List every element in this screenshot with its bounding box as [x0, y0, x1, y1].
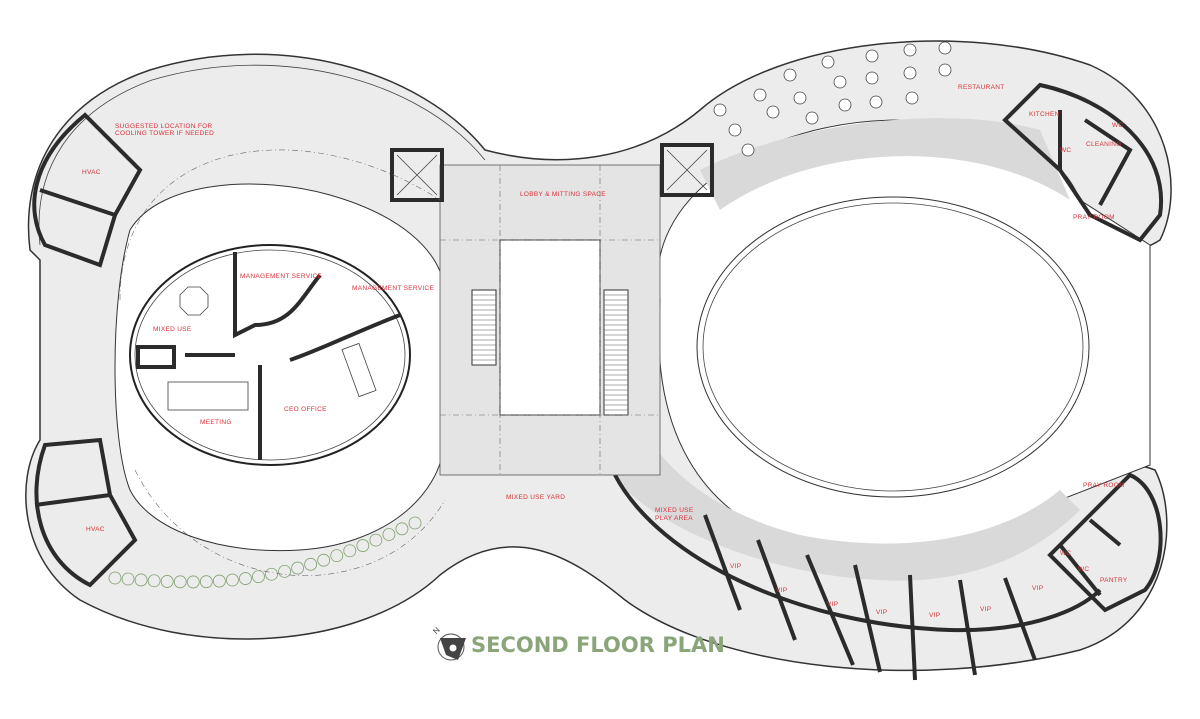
tree-icon — [278, 564, 291, 578]
restaurant-table — [938, 63, 952, 77]
restaurant-table — [865, 49, 879, 63]
tree-icon — [317, 553, 331, 567]
tree-icon — [108, 571, 122, 585]
restaurant-table — [805, 111, 819, 125]
label-pray-room-top: PRAY ROOM — [1073, 214, 1115, 221]
restaurant-table — [903, 43, 917, 57]
label-hvac-bottom: HVAC — [86, 526, 105, 533]
label-play-area-2: PLAY AREA — [655, 515, 693, 522]
restaurant-table — [869, 95, 883, 109]
tree-icon — [265, 567, 278, 581]
label-vip: VIP — [827, 601, 838, 608]
label-wc-top-1: WC — [1112, 122, 1123, 129]
label-pray-room-bottom: PRAY ROOM — [1083, 482, 1125, 489]
tree-icon — [382, 528, 396, 541]
restaurant-table — [766, 105, 780, 119]
north-arrow-icon: N — [431, 625, 466, 661]
hvac-bottom-room — [34, 437, 138, 588]
tree-icon — [212, 574, 226, 588]
tree-icon — [330, 549, 344, 563]
label-wc-bottom-1: WC — [1060, 550, 1071, 557]
tree-icon — [186, 575, 200, 589]
label-hvac-top: HVAC — [82, 169, 101, 176]
atrium — [499, 239, 601, 416]
label-wc-top-2: WC — [1060, 147, 1071, 154]
restaurant-table — [713, 103, 727, 117]
label-cleaning: CLEANING — [1086, 141, 1122, 148]
label-vip: VIP — [1032, 585, 1043, 592]
hvac-top-room — [32, 112, 143, 268]
restaurant-table — [741, 143, 755, 157]
label-vip: VIP — [876, 609, 887, 616]
label-management-service-1: MANAGEMENT SERVICE — [240, 273, 322, 280]
label-vip: VIP — [730, 563, 741, 570]
tree-icon — [408, 516, 422, 530]
label-pantry: PANTRY — [1100, 577, 1128, 584]
label-play-area-1: MIXED USE — [655, 507, 694, 514]
label-ceo-office: CEO OFFICE — [284, 406, 327, 413]
tree-icon — [121, 572, 135, 586]
restaurant-table — [793, 91, 807, 105]
label-vip: VIP — [929, 612, 940, 619]
elevator-right — [660, 143, 714, 197]
tree-icon — [160, 575, 174, 588]
tree-icon — [369, 533, 383, 547]
label-cooling-tower-2: COOLING TOWER IF NEEDED — [115, 130, 214, 137]
tree-icon — [395, 522, 409, 536]
label-lobby: LOBBY & MITTING SPACE — [520, 191, 606, 198]
restaurant-table — [903, 66, 917, 80]
north-label: N — [431, 625, 442, 636]
central-oval — [696, 196, 1090, 498]
label-vip: VIP — [980, 606, 991, 613]
tree-icon — [343, 544, 357, 558]
service-core-top — [1002, 82, 1164, 243]
label-meeting: MEETING — [200, 419, 232, 426]
plan-title: SECOND FLOOR PLAN — [471, 633, 725, 657]
tree-icon — [239, 572, 252, 585]
restaurant-table — [865, 71, 879, 85]
tree-icon — [173, 575, 187, 589]
restaurant-table — [833, 75, 847, 89]
tree-icon — [356, 539, 370, 552]
label-management-service-2: MANAGEMENT SERVICE — [352, 285, 434, 292]
label-cooling-tower-1: SUGGESTED LOCATION FOR — [115, 123, 213, 130]
service-core-bottom — [1047, 472, 1163, 613]
tree-icon — [252, 570, 265, 584]
label-restaurant: RESTAURANT — [958, 84, 1005, 91]
restaurant-table — [728, 123, 742, 137]
restaurant-table — [821, 55, 835, 69]
tree-icon — [304, 557, 318, 571]
restaurant-table — [905, 91, 919, 105]
restaurant-table — [753, 88, 767, 102]
restaurant-table — [783, 68, 797, 82]
restaurant-table — [938, 41, 952, 55]
label-mixed-use-yard: MIXED USE YARD — [506, 494, 565, 501]
label-vip: VIP — [776, 587, 787, 594]
tree-icon — [199, 575, 213, 589]
tree-icon — [134, 573, 148, 587]
label-mixed-use: MIXED USE — [153, 326, 192, 333]
restaurant-table — [838, 98, 852, 112]
tree-icon — [147, 574, 161, 588]
label-wc-bottom-2: WC — [1078, 566, 1089, 573]
tree-icon — [291, 561, 305, 575]
elevator-left — [390, 148, 444, 202]
tree-icon — [225, 573, 239, 587]
label-kitchen: KITCHEN — [1029, 111, 1060, 118]
